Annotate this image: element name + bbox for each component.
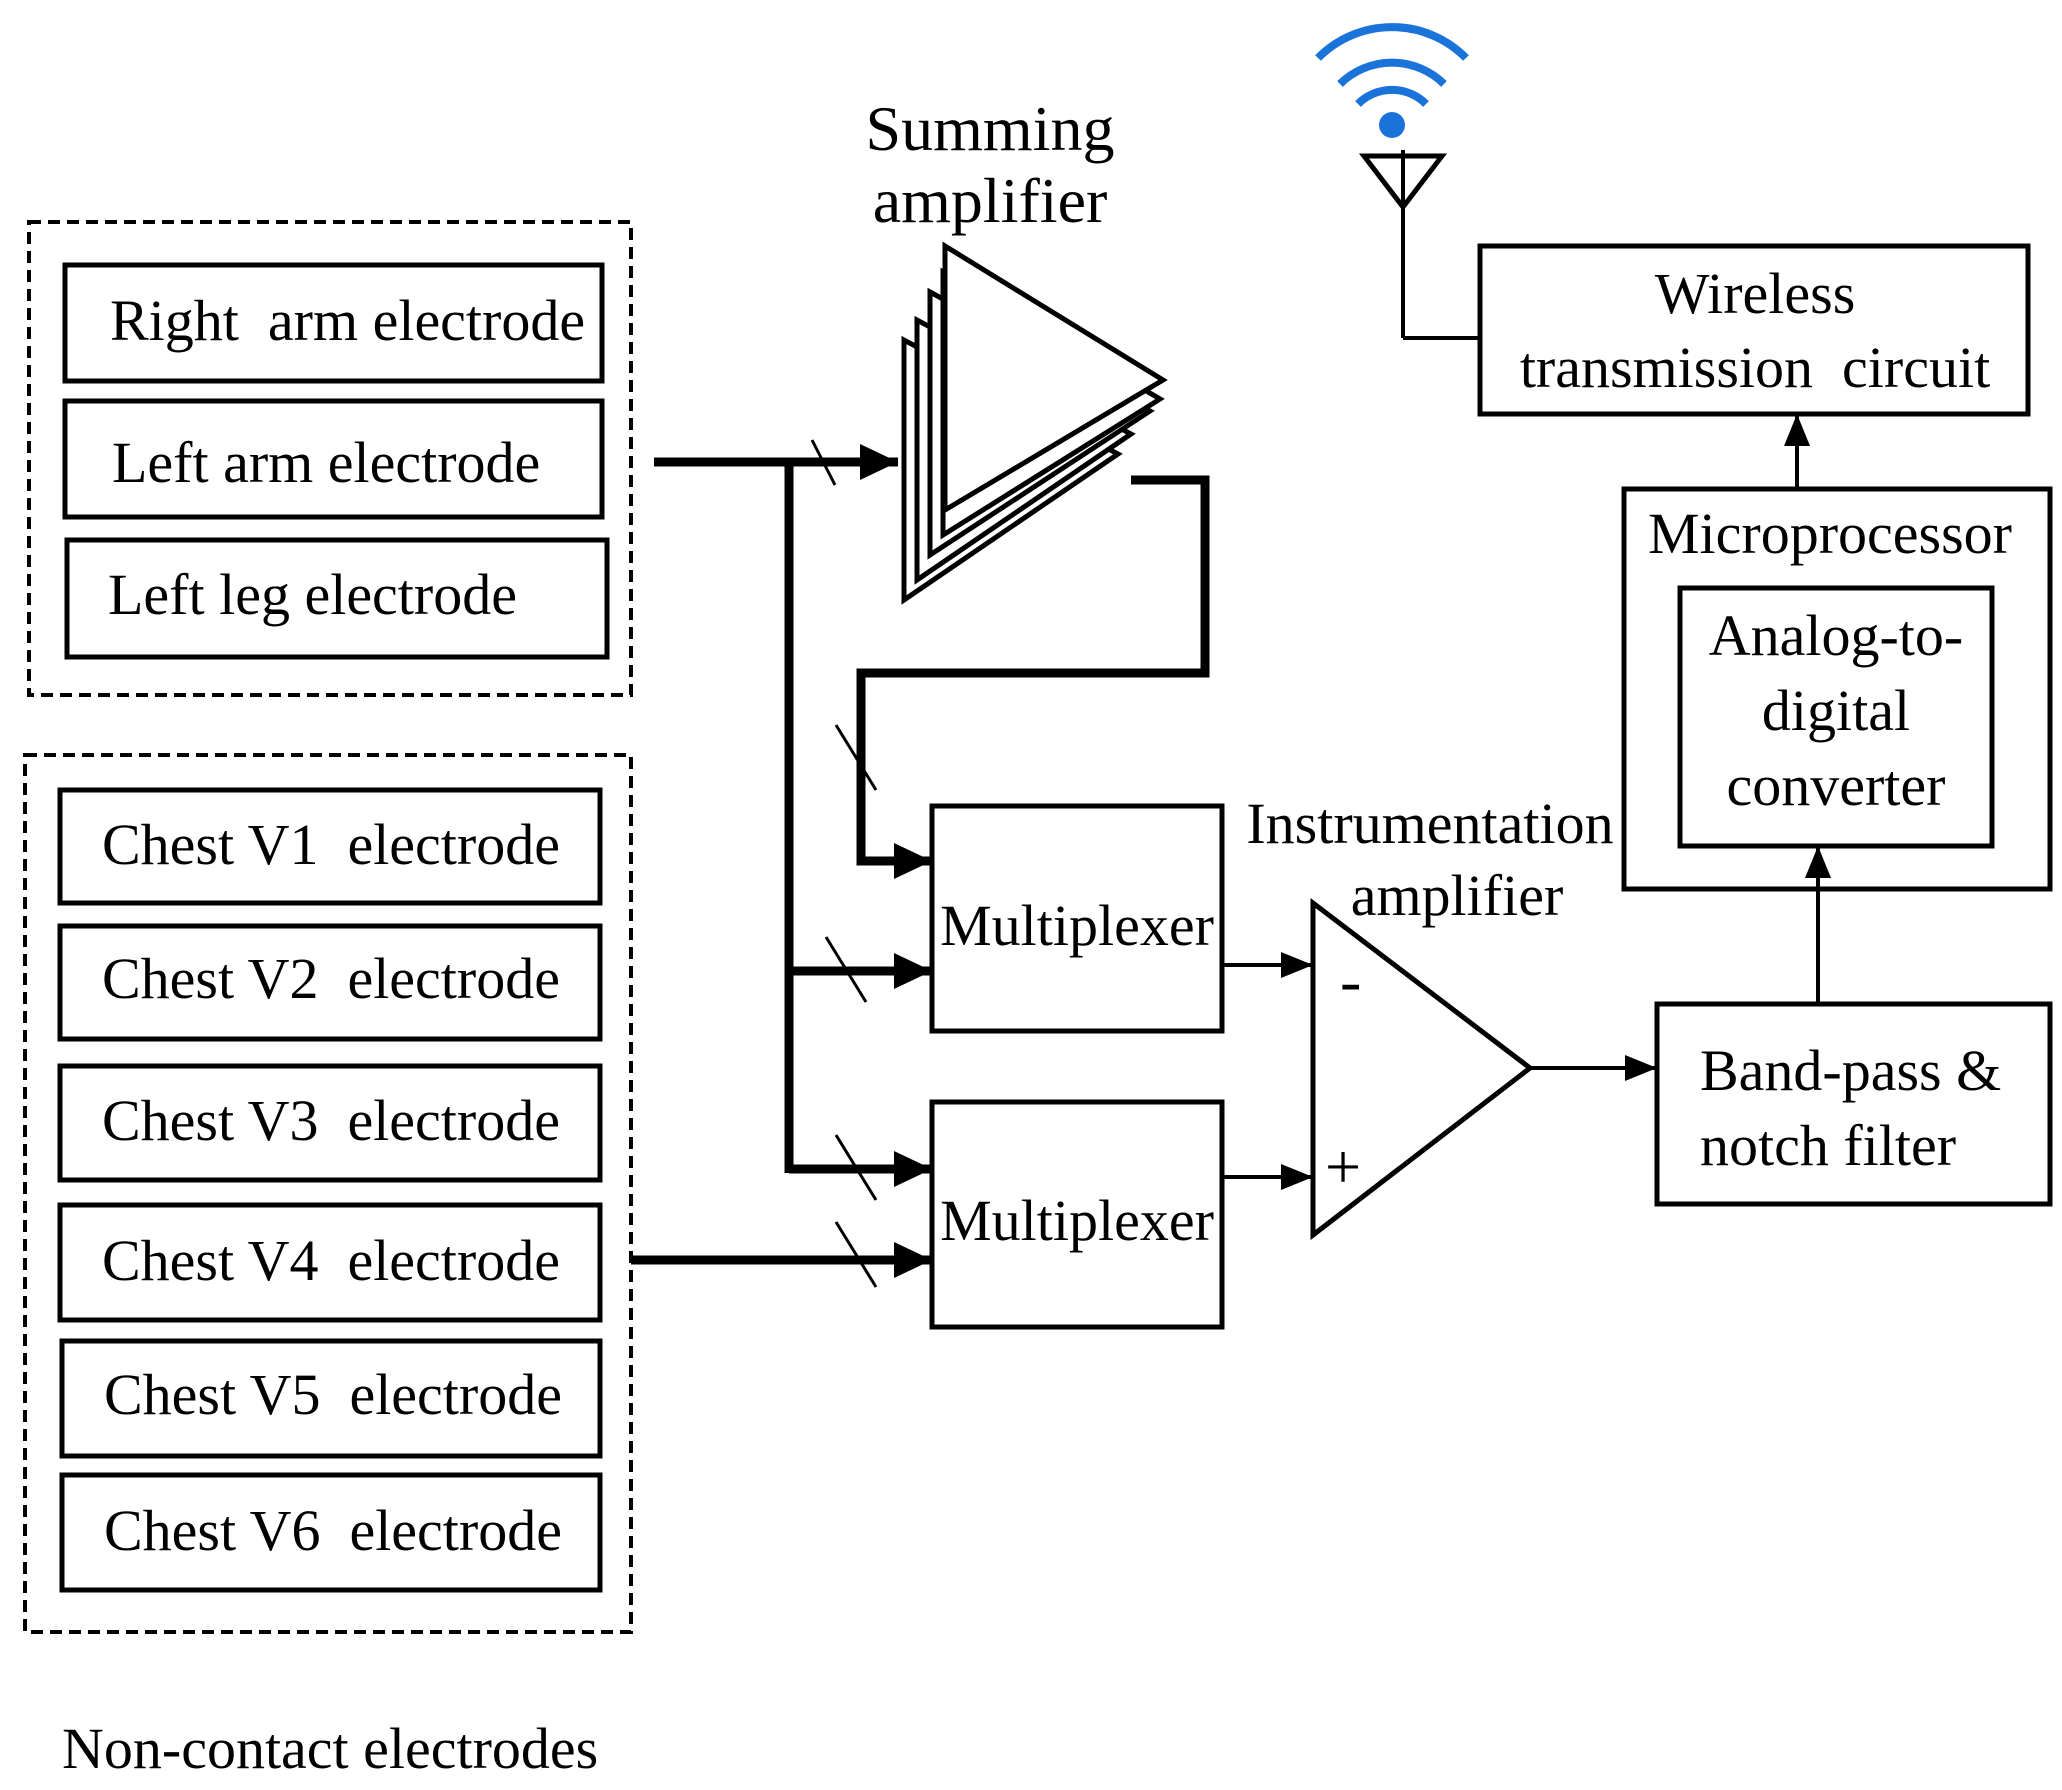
multiplexer-bottom: Multiplexer <box>929 1099 1225 1330</box>
multiplexer-bottom-label: Multiplexer <box>940 1188 1214 1253</box>
instrumentation-amplifier-label-line2: amplifier <box>1351 863 1564 928</box>
chest-v6-electrode: Chest V6 electrode <box>59 1472 603 1593</box>
limb-electrode-group: Right arm electrode Left arm electrode L… <box>27 220 633 697</box>
wifi-signal-icon <box>1315 23 1469 138</box>
right-arm-electrode-label: Right arm electrode <box>110 288 585 353</box>
left-arm-electrode: Left arm electrode <box>62 398 605 520</box>
adc-label-line1: Analog-to- <box>1709 603 1964 668</box>
chest-v1-electrode: Chest V1 electrode <box>57 787 603 906</box>
plus-input-label: + <box>1325 1131 1361 1202</box>
multiplexer-top: Multiplexer <box>929 803 1225 1034</box>
wireless-label-line2: transmission circuit <box>1520 335 1990 400</box>
chest-v4-electrode: Chest V4 electrode <box>57 1202 603 1323</box>
left-arm-electrode-label: Left arm electrode <box>112 430 540 495</box>
microprocessor-block: Microprocessor Analog-to- digital conver… <box>1621 486 2053 892</box>
filter-label-line2: notch filter <box>1700 1113 1956 1178</box>
chest-v3-electrode: Chest V3 electrode <box>57 1063 603 1183</box>
chest-v5-electrode-label: Chest V5 electrode <box>104 1362 562 1427</box>
multiplexer-top-label: Multiplexer <box>940 893 1214 958</box>
summing-amplifier <box>901 241 1168 605</box>
antenna-icon <box>1358 150 1480 340</box>
left-leg-electrode: Left leg electrode <box>64 537 610 660</box>
chest-v4-electrode-label: Chest V4 electrode <box>102 1228 560 1293</box>
adc-label-line2: digital <box>1762 678 1910 743</box>
microprocessor-label: Microprocessor <box>1648 501 2012 566</box>
left-leg-electrode-label: Left leg electrode <box>108 562 517 627</box>
filter-block: Band-pass & notch filter <box>1654 1001 2053 1207</box>
chest-v5-electrode: Chest V5 electrode <box>59 1338 603 1459</box>
filter-label-line1: Band-pass & <box>1700 1038 2001 1103</box>
summing-amplifier-label-line1: Summing <box>866 93 1115 164</box>
instrumentation-amplifier-label-line1: Instrumentation <box>1246 791 1613 856</box>
chest-electrode-group: Chest V1 electrode Chest V2 electrode Ch… <box>23 753 633 1634</box>
adc-block: Analog-to- digital converter <box>1677 585 1995 849</box>
chest-v2-electrode: Chest V2 electrode <box>57 923 603 1042</box>
chest-v3-electrode-label: Chest V3 electrode <box>102 1088 560 1153</box>
chest-v6-electrode-label: Chest V6 electrode <box>104 1498 562 1563</box>
group-caption: Non-contact electrodes <box>62 1716 598 1781</box>
connection-lines <box>631 414 1831 1288</box>
right-arm-electrode: Right arm electrode <box>62 262 605 384</box>
wireless-label-line1: Wireless <box>1655 261 1856 326</box>
chest-v1-electrode-label: Chest V1 electrode <box>102 812 560 877</box>
minus-input-label: - <box>1340 945 1361 1016</box>
instrumentation-amplifier: - + <box>1310 897 1535 1241</box>
chest-v2-electrode-label: Chest V2 electrode <box>102 946 560 1011</box>
summing-amplifier-label-line2: amplifier <box>873 165 1108 236</box>
adc-label-line3: converter <box>1727 753 1946 818</box>
wireless-block: Wireless transmission circuit <box>1477 243 2031 417</box>
